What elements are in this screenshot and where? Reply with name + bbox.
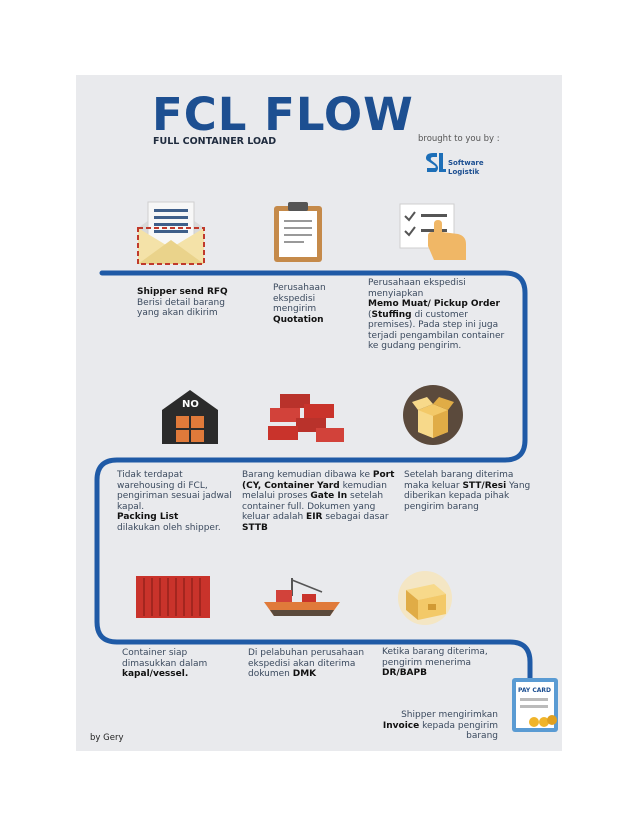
step-5-text-4: sebagai dasar <box>325 512 389 522</box>
step-7-text: Container siap dimasukkan dalam kapal/ve… <box>122 648 237 680</box>
cargo-ship-icon <box>264 578 340 616</box>
step-7-bold-1: kapal/vessel. <box>122 669 189 679</box>
shipping-container-icon <box>136 576 210 618</box>
envelope-icon <box>137 201 205 265</box>
step-5-text: Barang kemudian dibawa ke Port (CY, Cont… <box>242 470 397 533</box>
step-5-text-3: setelah container full. Dokumen yang kel… <box>242 491 384 522</box>
step-6-text-2: Yang diberikan kepada pihak pengirim bar… <box>404 480 531 512</box>
step-4-pre: Tidak terdapat warehousing di FCL, pengi… <box>117 470 232 512</box>
containers-stack-icon <box>268 394 344 442</box>
pay-card-icon: PAY CARD <box>512 678 558 732</box>
step-7-text-1: Container siap dimasukkan dalam <box>122 648 208 669</box>
step-4-text: Tidak terdapat warehousing di FCL, pengi… <box>117 470 237 533</box>
step-4-bold: Packing List <box>117 512 179 522</box>
step-3-rest: di customer premises). Pada step ini jug… <box>368 309 505 352</box>
step-8-text-1: Di pelabuhan perusahaan ekspedisi akan d… <box>248 648 365 679</box>
step-10-text-0: Shipper mengirimkan <box>401 710 498 720</box>
logo-line-1: Software <box>448 159 484 167</box>
step-2-bold: Quotation <box>273 314 324 325</box>
closed-box-icon <box>398 571 452 625</box>
no-warehouse-icon: NO <box>162 390 218 444</box>
step-3-paren-bold: Stuffing <box>371 309 412 320</box>
step-5-text-1: Barang kemudian dibawa ke <box>242 470 370 480</box>
step-10-bold-1: Invoice <box>382 720 420 731</box>
step-6-text: Setelah barang diterima maka keluar STT/… <box>404 470 539 512</box>
step-1-text: Shipper send RFQ Berisi detail barang ya… <box>137 287 237 319</box>
step-6-text-1: Setelah barang diterima maka keluar <box>404 470 514 491</box>
step-10-text-1: kepada pengirim barang <box>422 720 498 742</box>
step-5-bold-4: STTB <box>242 522 268 533</box>
step-1-body: Berisi detail barang yang akan dikirim <box>137 297 225 319</box>
step-6-bold-1: STT/Resi <box>462 480 507 491</box>
step-8-bold-1: DMK <box>292 669 317 679</box>
logo-line-2: Logistik <box>448 168 480 176</box>
flow-line <box>94 270 533 693</box>
step-4-post: dilakukan oleh shipper. <box>117 522 221 533</box>
open-box-icon <box>403 385 463 445</box>
step-2-pre: Perusahaan ekspedisi mengirim <box>273 283 326 314</box>
software-logistik-logo-icon <box>426 153 446 172</box>
step-5-text-2: kemudian melalui proses <box>242 480 387 502</box>
step-3-text: Perusahaan ekspedisi menyiapkan Memo Mua… <box>368 278 505 352</box>
step-5-bold-2: Gate In <box>310 491 348 501</box>
clipboard-icon <box>274 202 322 262</box>
step-3-bold: Memo Muat/ Pickup Order <box>368 299 500 309</box>
step-2-text: Perusahaan ekspedisi mengirim Quotation <box>273 283 353 325</box>
author-credit: by Gery <box>90 733 124 743</box>
page-title: FCL FLOW <box>152 88 414 141</box>
step-1-title: Shipper send RFQ <box>137 287 228 297</box>
brought-by-label: brought to you by : <box>418 134 500 144</box>
step-3-pre: Perusahaan ekspedisi menyiapkan <box>368 278 466 299</box>
step-10-text: Shipper mengirimkan Invoice kepada pengi… <box>350 710 498 742</box>
page-subtitle: FULL CONTAINER LOAD <box>153 136 277 147</box>
step-9-text-1: Ketika barang diterima, pengirim menerim… <box>382 647 488 668</box>
pay-card-label: PAY CARD <box>518 687 551 694</box>
step-5-bold-1: Port (CY, Container Yard <box>242 470 395 491</box>
step-9-text: Ketika barang diterima, pengirim menerim… <box>382 647 507 679</box>
step-8-text: Di pelabuhan perusahaan ekspedisi akan d… <box>248 648 368 680</box>
no-sign-text: NO <box>182 399 199 410</box>
step-9-bold-1: DR/BAPB <box>382 668 427 678</box>
logo-wordmark: Software Logistik <box>448 159 484 177</box>
checklist-hand-icon <box>399 203 466 260</box>
step-5-bold-3: EIR <box>306 512 323 522</box>
